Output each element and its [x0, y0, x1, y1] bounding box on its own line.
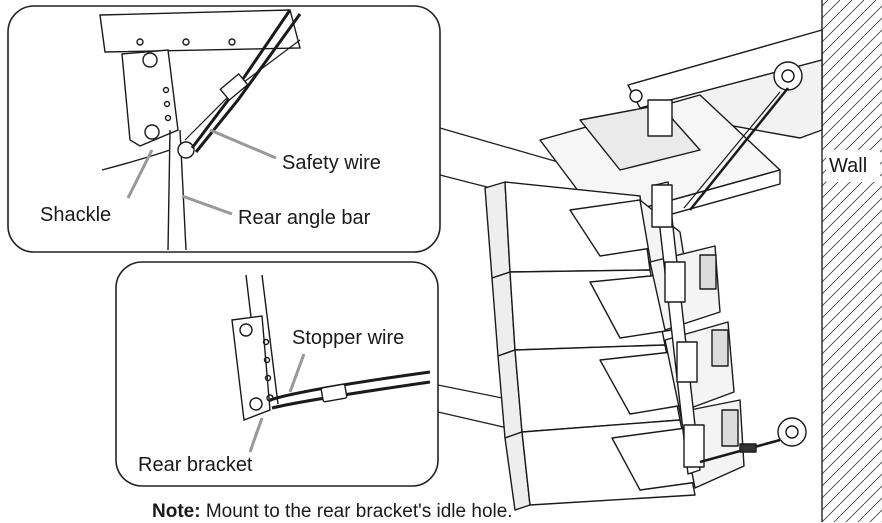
inset-stopper-wire: [115, 261, 439, 487]
note-prefix: Note:: [152, 501, 201, 522]
note-text: Mount to the rear bracket's idle hole.: [200, 501, 513, 522]
rear-bracket-plate: [231, 315, 271, 421]
inset-safety-wire: [7, 5, 441, 253]
label-safety-wire: Safety wire: [282, 152, 381, 174]
rear-angle-bar: [651, 181, 705, 475]
wall: [821, 0, 882, 522]
mounting-note: Note: Mount to the rear bracket's idle h…: [152, 501, 513, 523]
speaker-array: [484, 29, 823, 511]
shackle-ring: [177, 141, 195, 159]
label-shackle: Shackle: [40, 204, 112, 226]
label-stopper-wire: Stopper wire: [292, 327, 405, 349]
label-rear-bracket: Rear bracket: [138, 454, 253, 476]
label-rear-angle-bar: Rear angle bar: [238, 207, 371, 229]
label-wall: Wall: [829, 155, 868, 177]
speaker-cabinet-4: [504, 399, 745, 511]
bracket-plate: [121, 49, 179, 147]
